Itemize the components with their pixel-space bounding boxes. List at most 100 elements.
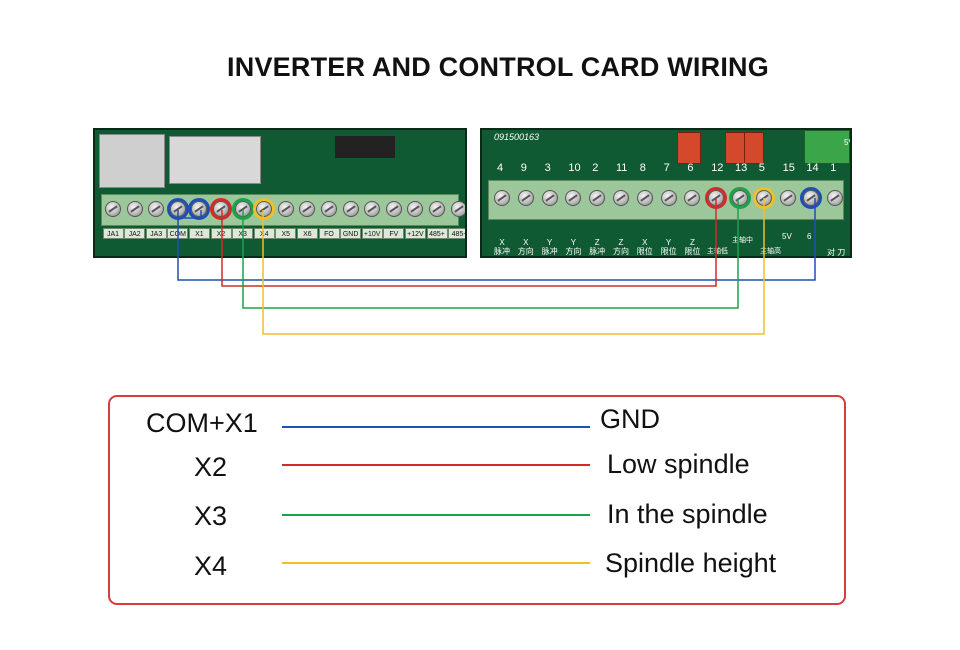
axis-label: X 脉冲 (494, 238, 510, 256)
terminal-screw (126, 201, 143, 217)
terminal-label: +12V (404, 228, 426, 239)
legend-text-spindle-height: Spindle height (605, 548, 777, 578)
board-ic (335, 136, 395, 158)
legend-line-red (282, 464, 590, 466)
wire-red (221, 198, 717, 287)
terminal-label: FO (318, 228, 340, 239)
terminal-label: GND (340, 228, 362, 239)
red-capacitor (744, 132, 764, 164)
terminal-label: X1 (188, 228, 210, 239)
pin-number: 2 (592, 162, 599, 174)
legend-label-x2: X2 (194, 452, 228, 482)
terminal-screw (429, 201, 445, 217)
pin-number: 15 (782, 162, 795, 174)
pin-number: 4 (497, 162, 504, 174)
legend-box: COM+X1 X2 X3 X4 GND Low spindle In the s… (108, 395, 846, 605)
pin-number: 1 (830, 162, 837, 174)
legend-line-blue (282, 426, 590, 428)
legend-text-in-the-spindle: In the spindle (607, 499, 768, 529)
terminal-screw (450, 201, 465, 217)
terminal-screw (148, 201, 165, 217)
axis-label: Y 脉冲 (541, 238, 558, 256)
wire-ring-x4 (253, 198, 276, 220)
terminal-screw (342, 201, 359, 217)
pin-number: 8 (639, 162, 646, 174)
pin-number: 14 (806, 162, 819, 174)
part-number: 091500163 (494, 132, 540, 142)
legend-label-com-x1: COM+X1 (146, 408, 258, 438)
pin-number: 12 (711, 162, 724, 174)
pin-number: 7 (663, 162, 670, 174)
wire-blue-bridge (178, 210, 202, 219)
wire-ring (800, 187, 823, 209)
terminal-label: FV (383, 228, 405, 239)
terminal-screw (589, 190, 606, 206)
page-title: INVERTER AND CONTROL CARD WIRING (227, 52, 769, 82)
terminal-screw (105, 201, 121, 217)
pin-number: 13 (735, 162, 748, 174)
axis-label: Z 方向 (613, 238, 629, 256)
legend-label-x3: X3 (194, 501, 228, 531)
terminal-screw (827, 190, 844, 206)
terminal-screw (565, 190, 582, 206)
legend-line-yellow (282, 562, 590, 564)
terminal-screw (660, 190, 677, 206)
axis-label: Y 方向 (565, 238, 582, 256)
axis-label: X 限位 (636, 238, 653, 256)
pin-number: 11 (616, 162, 628, 174)
legend-line-green (282, 514, 590, 516)
terminal-screw (494, 190, 510, 206)
terminal-label: 485+ (426, 228, 448, 239)
spindle-label: 主轴中 (732, 237, 753, 244)
terminal-screw (385, 201, 402, 217)
terminal-label: X4 (253, 228, 275, 239)
extra-label: 5V (782, 232, 792, 241)
wire-blue (177, 198, 816, 281)
extra-label: 对 刀 (827, 248, 846, 257)
legend-text-low-spindle: Low spindle (607, 449, 750, 479)
legend-text-gnd: GND (600, 404, 660, 434)
board-chip-area (99, 134, 165, 188)
axis-label: Y 限位 (660, 238, 677, 256)
axis-label: Z 限位 (684, 238, 701, 256)
pin-number: 3 (544, 162, 551, 174)
pin-number: 10 (568, 162, 581, 174)
wire-ring (729, 187, 751, 209)
green-terminal-block (804, 130, 850, 164)
terminal-label: X2 (210, 228, 232, 239)
wire-green (242, 198, 739, 309)
extra-label: 5V (844, 138, 850, 147)
terminal-screw (321, 201, 337, 217)
terminal-screw (277, 201, 294, 217)
terminal-label: JA2 (124, 228, 146, 239)
terminal-label: JA3 (145, 228, 167, 239)
terminal-screw (779, 190, 796, 206)
axis-label: X 方向 (517, 238, 534, 256)
axis-label: Z 脉冲 (589, 238, 606, 256)
terminal-label: 485- (448, 228, 465, 239)
pin-number: 5 (758, 162, 765, 174)
extra-label: 6 (807, 232, 812, 241)
terminal-screw (364, 201, 381, 217)
legend-label-x4: X4 (194, 551, 228, 581)
terminal-screw (541, 190, 558, 206)
terminal-label: +10V (361, 228, 383, 239)
terminal-screw (299, 201, 316, 217)
spindle-label: 主轴高 (760, 248, 781, 255)
red-capacitor (677, 132, 701, 164)
terminal-label: X5 (275, 228, 297, 239)
terminal-screw (613, 190, 629, 206)
wire-ring-x2 (210, 198, 232, 220)
wire-yellow (262, 198, 765, 335)
board-connector (169, 136, 261, 184)
terminal-screw (636, 190, 653, 206)
terminal-screw (407, 201, 424, 217)
terminal-screw (517, 190, 534, 206)
terminal-screw (684, 190, 701, 206)
terminal-label: X6 (296, 228, 318, 239)
terminal-label: JA1 (102, 228, 124, 239)
pin-number: 6 (687, 162, 694, 174)
